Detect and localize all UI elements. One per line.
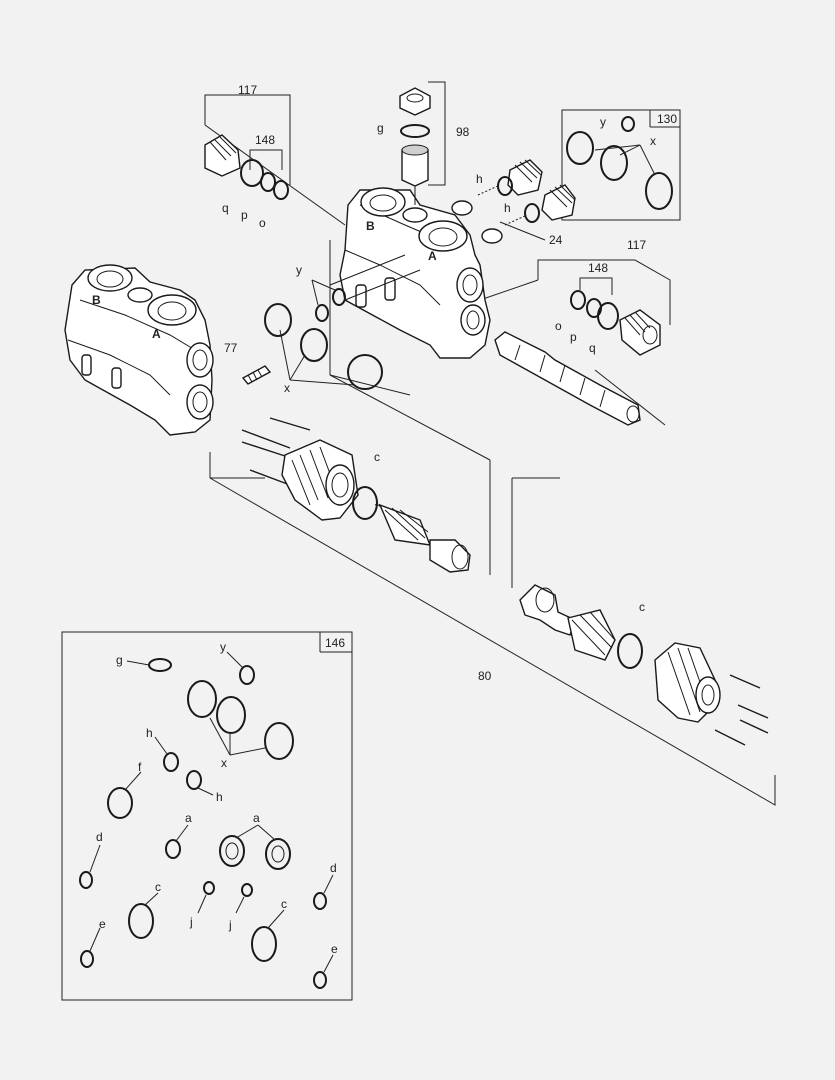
kit-label-c-left: c — [155, 880, 161, 894]
end-cap-left — [241, 417, 471, 573]
left-port-mark-a: A — [152, 327, 161, 341]
callout-x-130: x — [650, 134, 656, 148]
stud-77 — [241, 365, 272, 385]
callout-x-body: x — [284, 381, 290, 395]
callout-p-left: p — [241, 208, 248, 222]
port-mark-b: B — [366, 219, 375, 233]
callout-o-left: o — [259, 216, 266, 230]
callout-c-right: c — [639, 600, 645, 614]
kit-label-e-left: e — [99, 917, 106, 931]
kit-label-x: x — [221, 756, 227, 770]
kit-label-g: g — [116, 653, 123, 667]
callout-p-right: p — [570, 330, 577, 344]
callout-148-right: 148 — [588, 261, 608, 275]
kit-label-h-upper: h — [146, 726, 153, 740]
plug-117-left — [204, 134, 289, 200]
callout-y-body: y — [296, 263, 302, 277]
kit-label-c-right: c — [281, 897, 287, 911]
kit-label-j-right: j — [228, 918, 232, 932]
callout-148-left: 148 — [255, 133, 275, 147]
callout-o-right: o — [555, 319, 562, 333]
callout-146: 146 — [325, 636, 345, 650]
kit-label-a-pair: a — [253, 811, 260, 825]
check-springs-24 — [451, 159, 576, 244]
left-port-mark-b: B — [92, 293, 101, 307]
kit-146-parts — [79, 651, 334, 989]
plug-98 — [399, 87, 431, 205]
kit-label-h-lower: h — [216, 790, 223, 804]
callout-24: 24 — [549, 233, 563, 247]
left-valve-body: B A — [64, 264, 214, 436]
body-orings — [264, 254, 421, 390]
kit-label-e-right: e — [331, 942, 338, 956]
callout-77: 77 — [224, 341, 238, 355]
callout-labels: 117 148 q p o g 98 y 130 x h h 24 117 14… — [96, 83, 677, 956]
kit-label-y: y — [220, 640, 226, 654]
kit-label-d-left: d — [96, 830, 103, 844]
kit-label-j-left: j — [189, 915, 193, 929]
kit-146-box — [61, 631, 353, 1001]
kit-label-a-single: a — [185, 811, 192, 825]
plug-117-right — [570, 290, 661, 356]
callout-130: 130 — [657, 112, 677, 126]
callout-80: 80 — [478, 669, 492, 683]
main-valve-body: B A — [339, 187, 491, 359]
callout-117-right: 117 — [627, 238, 646, 252]
end-cap-right — [519, 584, 769, 746]
callout-g: g — [377, 121, 384, 135]
callout-h-upper: h — [476, 172, 483, 186]
callout-98: 98 — [456, 125, 470, 139]
callout-c-left: c — [374, 450, 380, 464]
callout-q-right: q — [589, 341, 596, 355]
kit-label-d-right: d — [330, 861, 337, 875]
callout-q-left: q — [222, 201, 229, 215]
port-mark-a: A — [428, 249, 437, 263]
kit-130-rings — [566, 116, 673, 210]
callout-117-left: 117 — [238, 83, 257, 97]
kit-label-f: f — [138, 760, 142, 774]
valve-spool — [494, 331, 641, 426]
bracket-lines — [204, 81, 776, 806]
callout-y-130: y — [600, 115, 606, 129]
callout-h-lower: h — [504, 201, 511, 215]
